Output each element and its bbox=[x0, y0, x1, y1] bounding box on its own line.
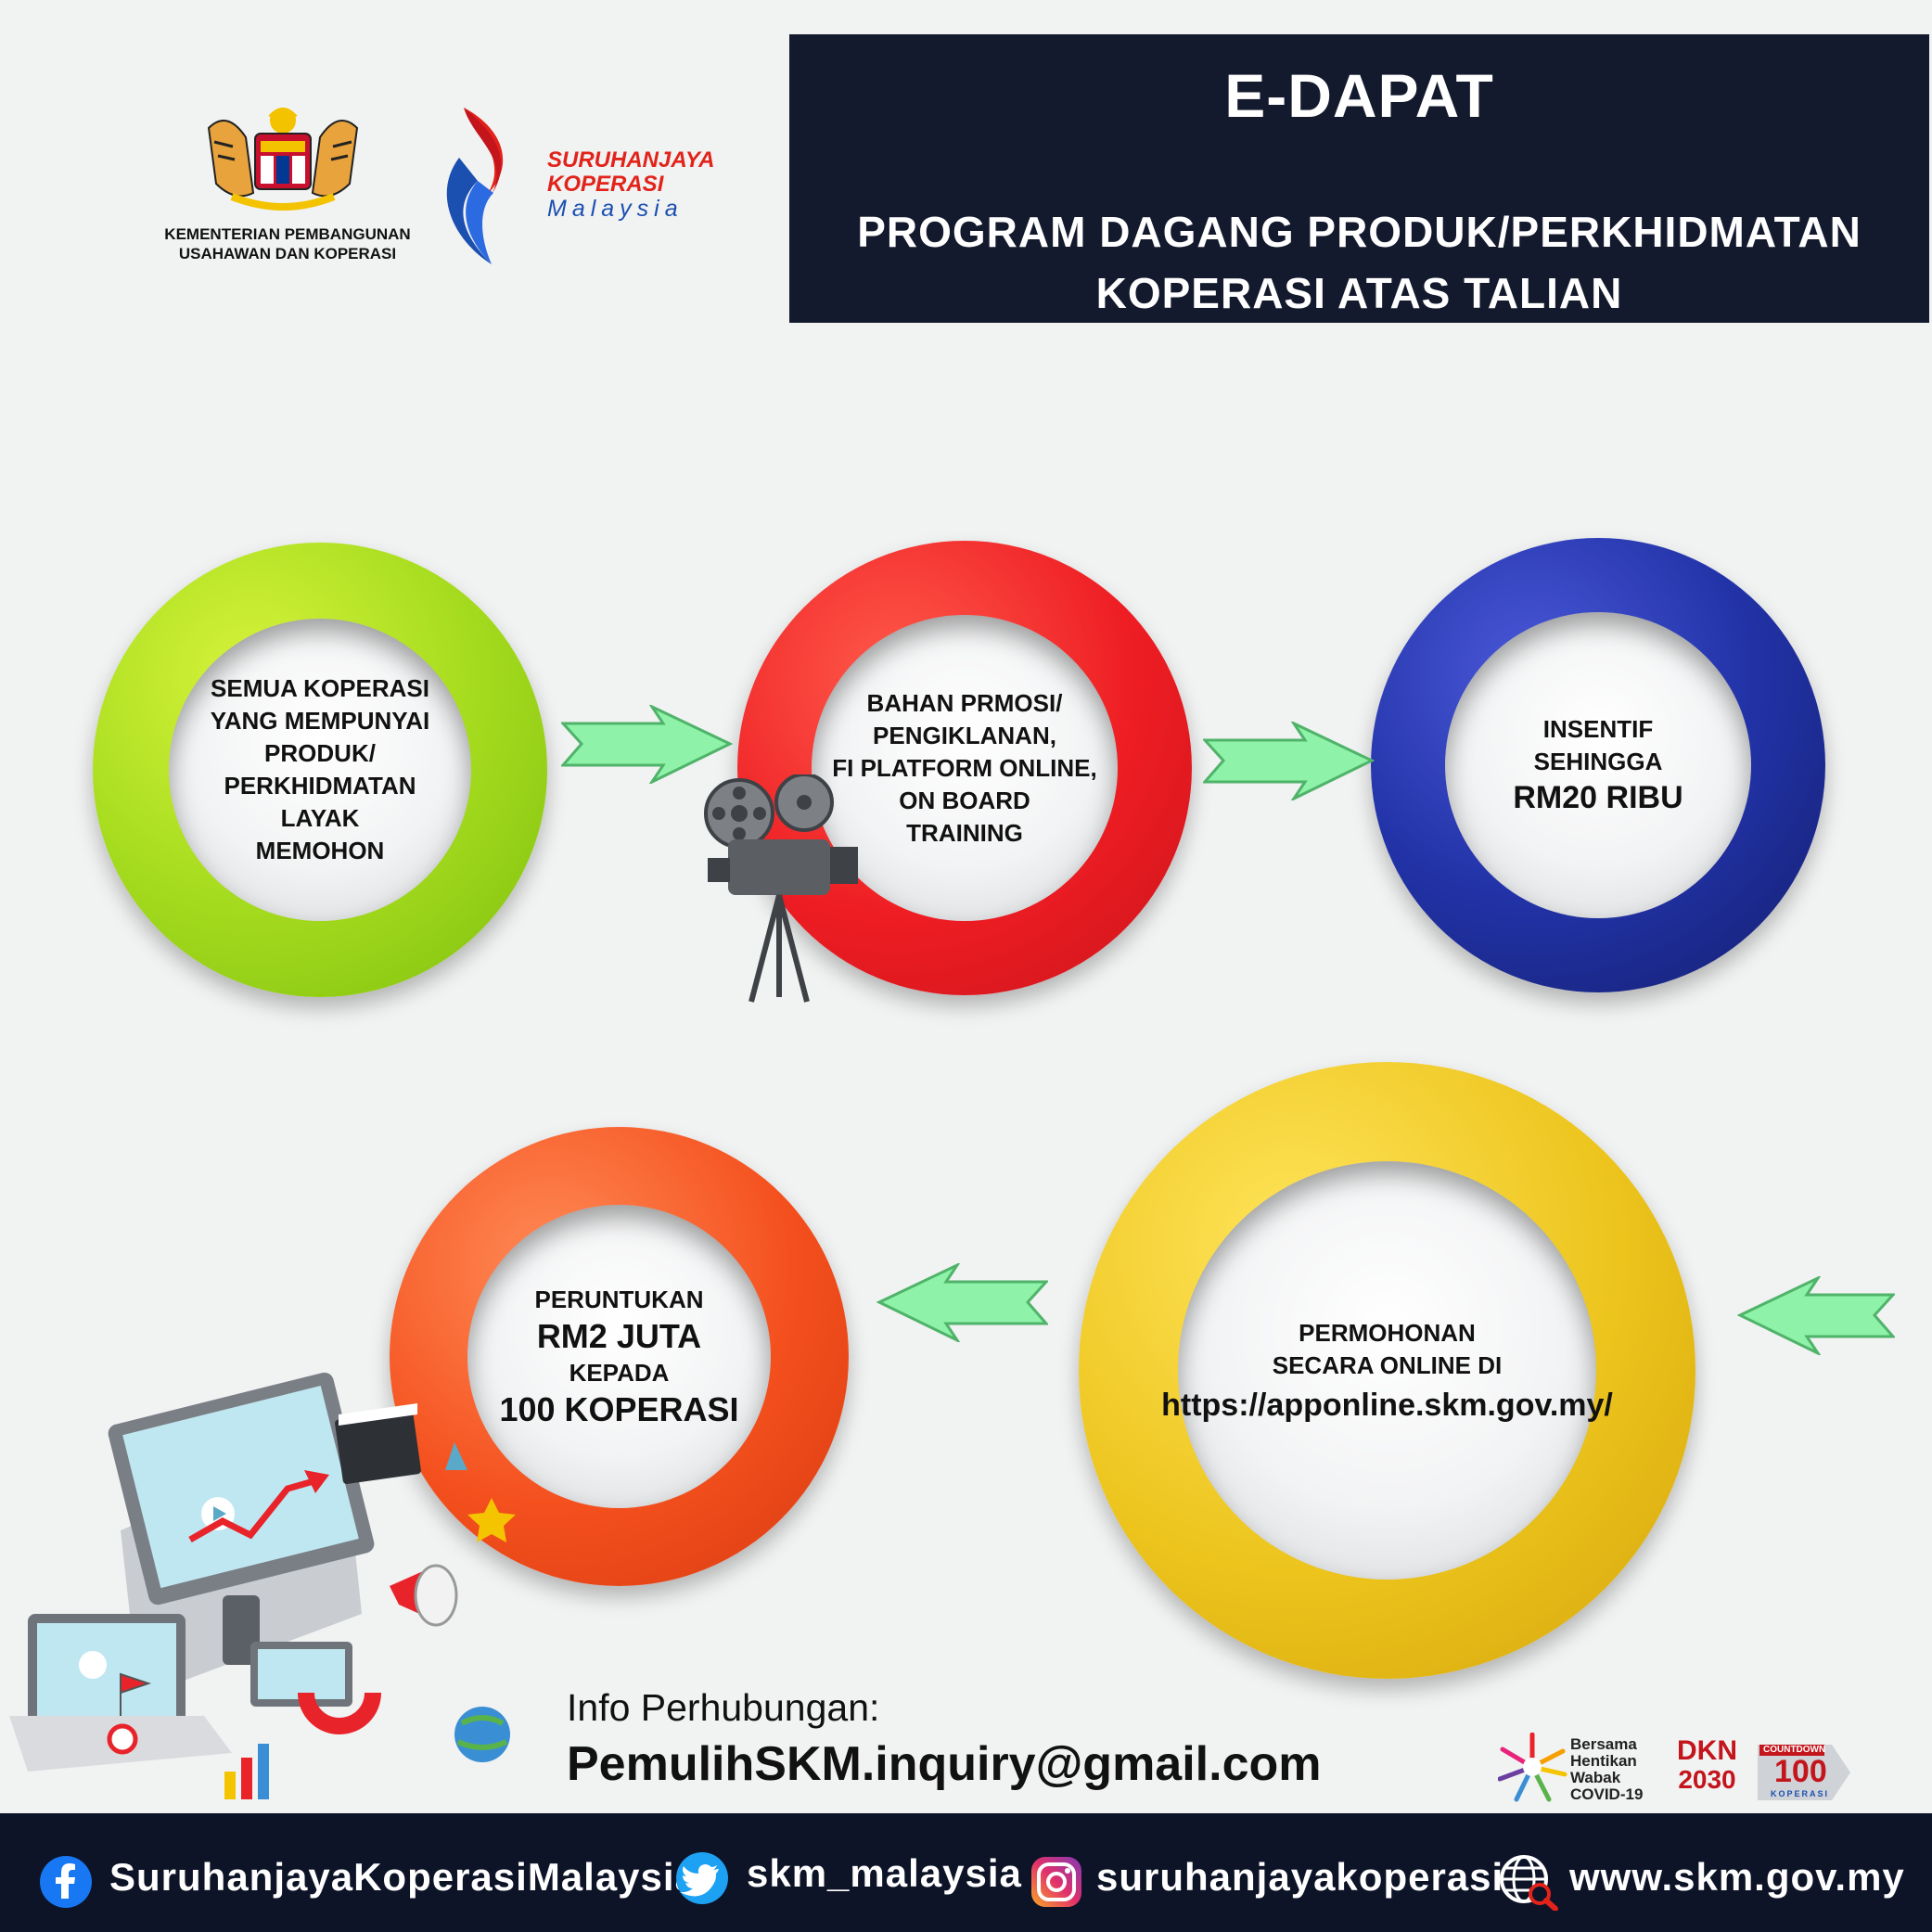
step1-line: SEMUA KOPERASI bbox=[211, 674, 429, 702]
covid-line: Bersama bbox=[1570, 1735, 1637, 1753]
contact-email[interactable]: PemulihSKM.inquiry@gmail.com bbox=[567, 1737, 1322, 1791]
subtitle-line-2: KOPERASI ATAS TALIAN bbox=[1095, 269, 1623, 317]
step5-line: PERUNTUKAN bbox=[534, 1285, 704, 1313]
marketing-devices-icon bbox=[9, 1372, 516, 1799]
countdown-badge: COUNTDOWN 100 KOPERASI bbox=[1758, 1739, 1855, 1804]
social-footer bbox=[0, 1813, 1932, 1932]
arrow-right-icon bbox=[1203, 722, 1375, 800]
ministry-name: KEMENTERIAN PEMBANGUNAN USAHAWAN DAN KOP… bbox=[139, 224, 436, 263]
instagram-link[interactable]: suruhanjayakoperasi bbox=[1096, 1855, 1504, 1899]
dkn-badge: DKN 2030 bbox=[1672, 1736, 1742, 1806]
covid-badge-text: Bersama Hentikan Wabak COVID-19 bbox=[1570, 1736, 1643, 1803]
film-camera-icon bbox=[704, 774, 858, 1003]
step1-line: PRODUK/ bbox=[264, 739, 376, 767]
facebook-link[interactable]: SuruhanjayaKoperasiMalaysia bbox=[109, 1855, 697, 1899]
skm-logo bbox=[436, 102, 538, 269]
step2-line: BAHAN PRMOSI/ bbox=[866, 688, 1063, 717]
subtitle-line-1: PROGRAM DAGANG PRODUK/PERKHIDMATAN bbox=[857, 208, 1862, 256]
page-subtitle: PROGRAM DAGANG PRODUK/PERKHIDMATAN KOPER… bbox=[789, 201, 1929, 324]
contact-label: Info Perhubungan: bbox=[567, 1686, 880, 1729]
ministry-line-2: USAHAWAN DAN KOPERASI bbox=[178, 245, 397, 262]
step1-line: LAYAK bbox=[280, 804, 360, 832]
starburst-icon bbox=[1498, 1733, 1567, 1802]
application-url: https://apponline.skm.gov.my/ bbox=[1161, 1387, 1613, 1423]
step1-line: PERKHIDMATAN bbox=[224, 772, 416, 800]
twitter-link[interactable]: skm_malaysia bbox=[747, 1851, 1022, 1895]
skm-line-1: SURUHANJAYA bbox=[547, 147, 715, 173]
skm-flame-icon bbox=[446, 108, 504, 264]
digital-marketing-illustration bbox=[9, 1308, 529, 1809]
covid-line: Wabak bbox=[1570, 1769, 1621, 1786]
step3-line: SEHINGGA bbox=[1533, 748, 1663, 775]
skm-wordmark: SURUHANJAYA KOPERASI Malaysia bbox=[547, 147, 715, 222]
instagram-icon[interactable] bbox=[1030, 1855, 1083, 1909]
step5-amount: RM2 JUTA bbox=[536, 1316, 702, 1355]
step-ring-eligibility-inner: SEMUA KOPERASI YANG MEMPUNYAI PRODUK/ PE… bbox=[169, 619, 471, 921]
twitter-icon[interactable] bbox=[675, 1851, 729, 1905]
dkn-line-1: DKN bbox=[1677, 1735, 1737, 1766]
covid-line: COVID-19 bbox=[1570, 1785, 1644, 1803]
website-link[interactable]: www.skm.gov.my bbox=[1569, 1855, 1905, 1899]
arrow-right-icon bbox=[561, 705, 733, 784]
step4-line: PERMOHONAN bbox=[1299, 1318, 1476, 1347]
step-ring-eligibility: SEMUA KOPERASI YANG MEMPUNYAI PRODUK/ PE… bbox=[93, 543, 547, 997]
step2-line: FI PLATFORM ONLINE, bbox=[832, 753, 1097, 782]
ministry-crest bbox=[190, 100, 376, 221]
countdown-label: COUNTDOWN bbox=[1763, 1745, 1826, 1755]
arrow-left-icon bbox=[876, 1263, 1048, 1342]
step3-line: INSENTIF bbox=[1542, 715, 1654, 743]
step2-line: TRAINING bbox=[906, 818, 1023, 847]
step5-count: 100 KOPERASI bbox=[499, 1389, 739, 1428]
covid-line: Hentikan bbox=[1570, 1752, 1637, 1770]
ministry-line-1: KEMENTERIAN PEMBANGUNAN bbox=[164, 225, 411, 243]
step2-line: PENGIKLANAN, bbox=[873, 721, 1056, 749]
website-globe-icon[interactable] bbox=[1498, 1853, 1559, 1911]
step5-line: KEPADA bbox=[569, 1358, 670, 1387]
step-ring-incentive-inner: INSENTIF SEHINGGA RM20 RIBU bbox=[1445, 612, 1751, 918]
countdown-sub: KOPERASI bbox=[1771, 1789, 1830, 1798]
step-ring-promotion: BAHAN PRMOSI/ PENGIKLANAN, FI PLATFORM O… bbox=[737, 541, 1192, 995]
step-ring-incentive: INSENTIF SEHINGGA RM20 RIBU bbox=[1371, 538, 1825, 992]
title-banner: E-DAPAT PROGRAM DAGANG PRODUK/PERKHIDMAT… bbox=[789, 34, 1929, 323]
coat-of-arms-icon bbox=[207, 108, 359, 211]
step4-line: SECARA ONLINE DI bbox=[1272, 1350, 1503, 1379]
step2-line: ON BOARD bbox=[899, 786, 1030, 814]
arrow-left-icon bbox=[1737, 1276, 1895, 1355]
dkn-line-2: 2030 bbox=[1678, 1765, 1736, 1794]
step-ring-allocation: PERUNTUKAN RM2 JUTA KEPADA 100 KOPERASI bbox=[390, 1127, 849, 1586]
countdown-arrow-icon bbox=[1758, 1745, 1850, 1800]
covid-badge: Bersama Hentikan Wabak COVID-19 bbox=[1498, 1733, 1665, 1807]
step1-line: MEMOHON bbox=[255, 837, 385, 864]
page-title: E-DAPAT bbox=[1224, 61, 1494, 130]
step1-line: YANG MEMPUNYAI bbox=[210, 707, 430, 735]
step-ring-application-inner: PERMOHONAN SECARA ONLINE DI https://appo… bbox=[1161, 1161, 1613, 1580]
step3-amount: RM20 RIBU bbox=[1513, 780, 1683, 815]
skm-line-3: Malaysia bbox=[547, 196, 684, 222]
skm-line-2: KOPERASI bbox=[547, 172, 664, 197]
step-ring-promotion-inner: BAHAN PRMOSI/ PENGIKLANAN, FI PLATFORM O… bbox=[812, 615, 1118, 921]
facebook-icon[interactable] bbox=[39, 1855, 93, 1909]
countdown-number: 100 bbox=[1774, 1754, 1827, 1789]
step-ring-allocation-inner: PERUNTUKAN RM2 JUTA KEPADA 100 KOPERASI bbox=[467, 1205, 771, 1508]
step-ring-application: PERMOHONAN SECARA ONLINE DI https://appo… bbox=[1079, 1062, 1695, 1679]
